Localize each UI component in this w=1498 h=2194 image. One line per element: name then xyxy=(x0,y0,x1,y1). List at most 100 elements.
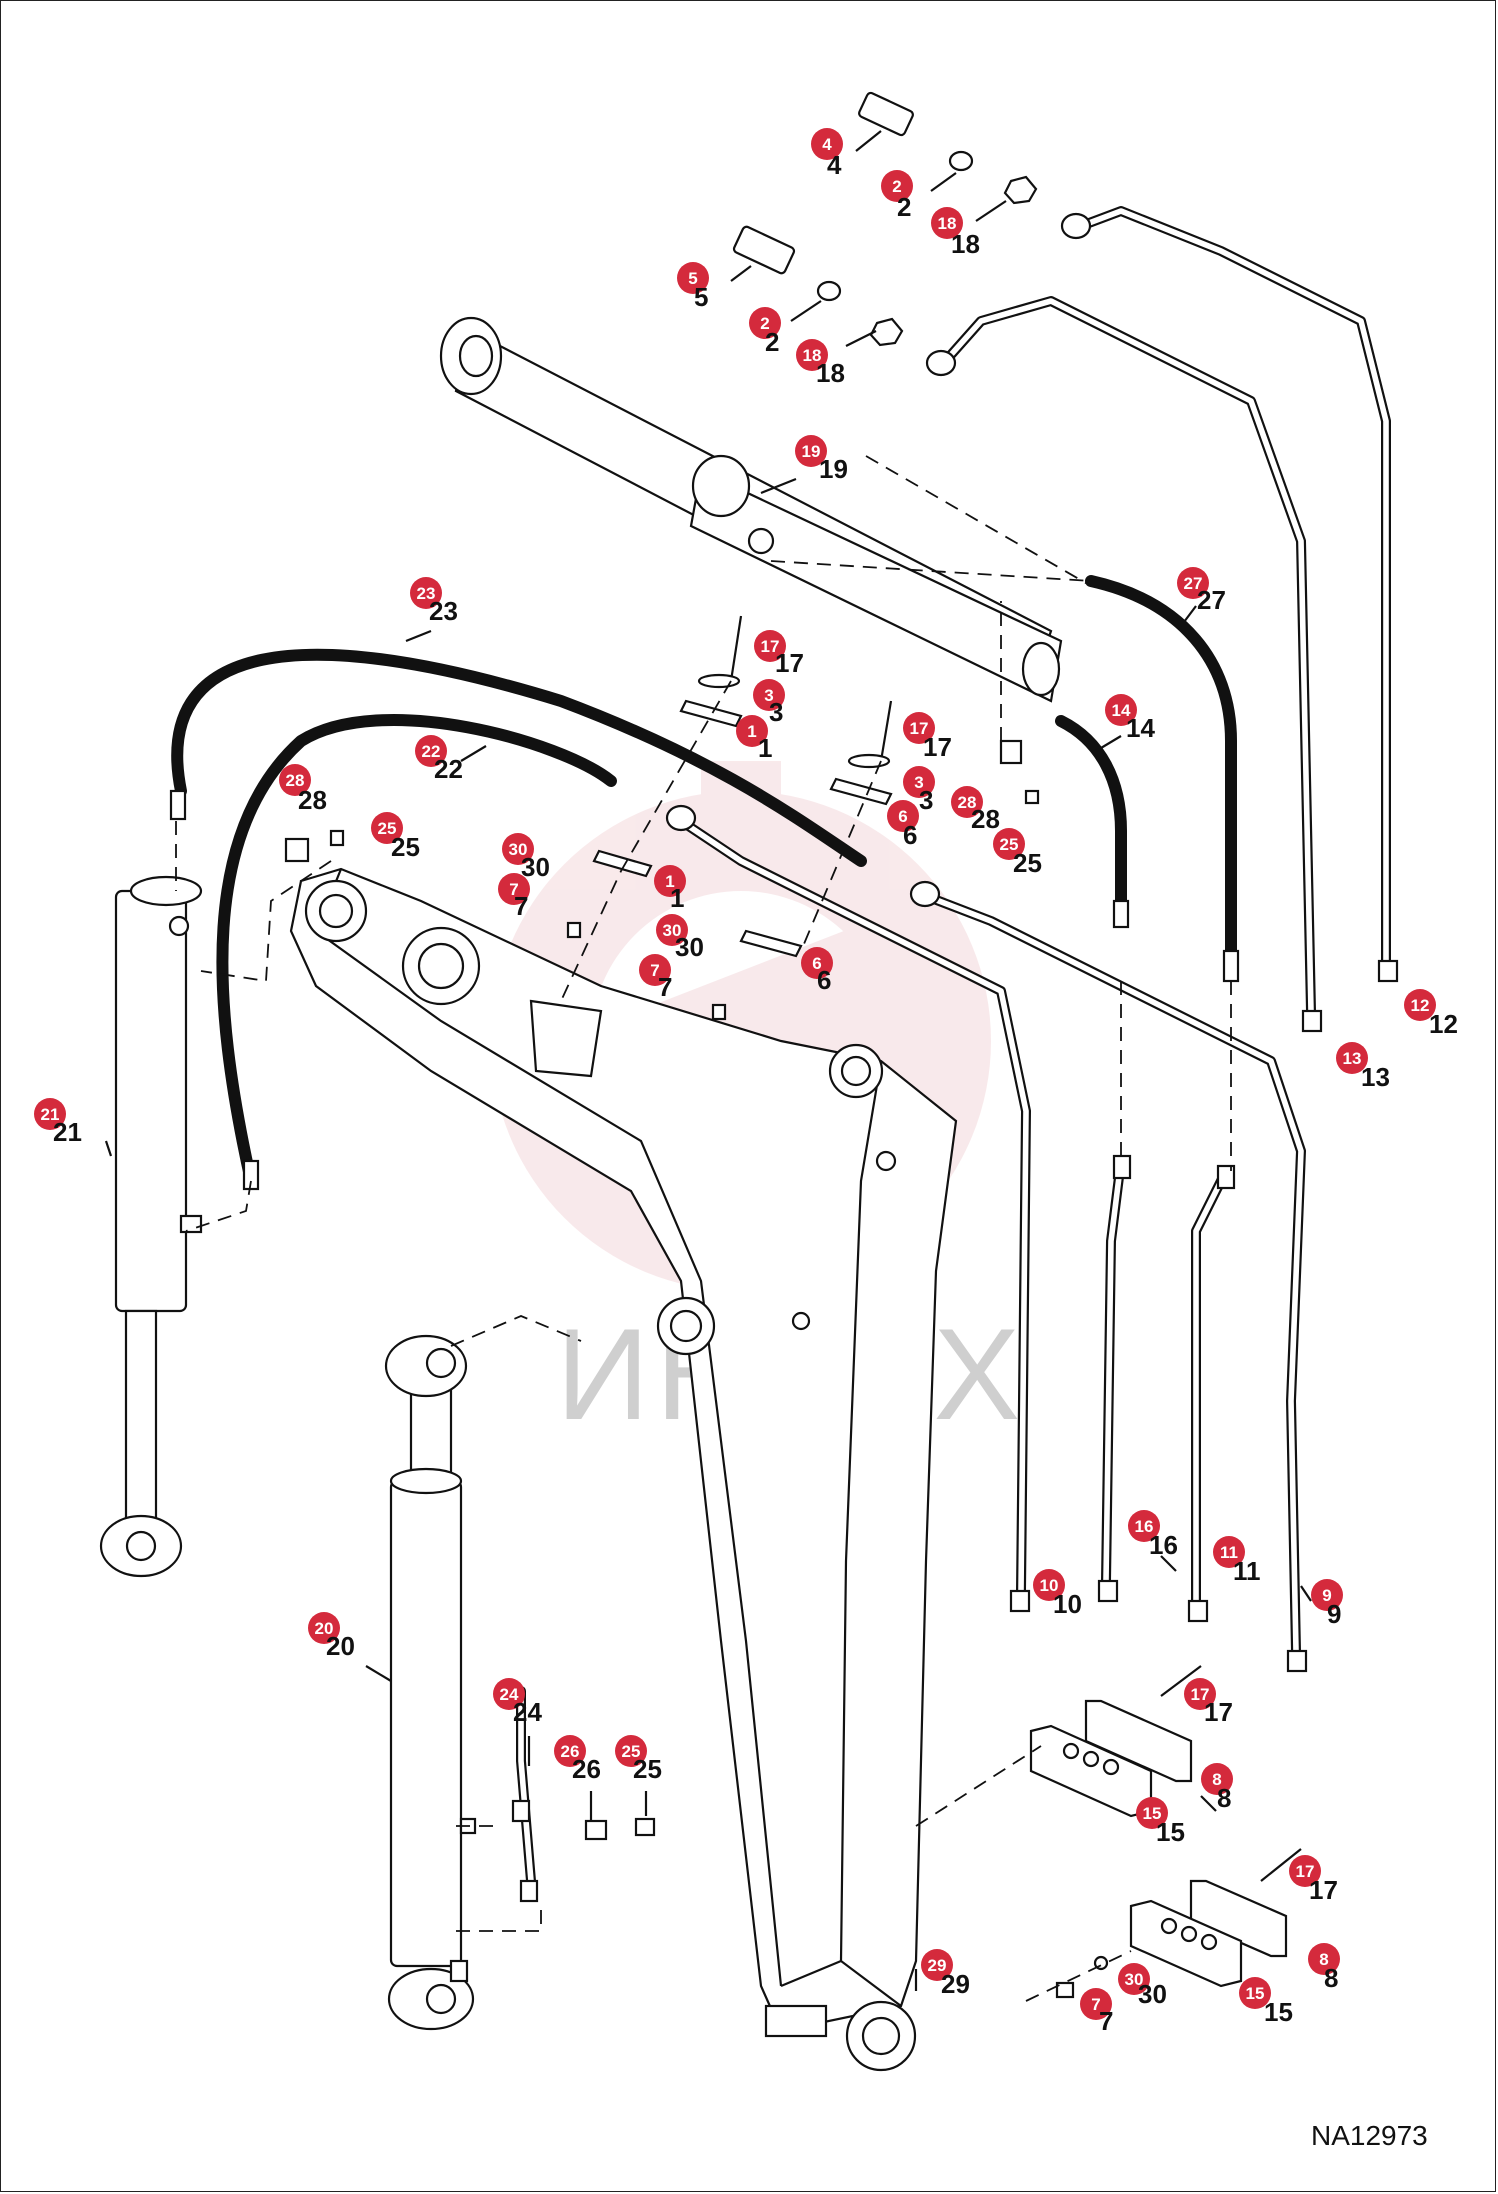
callout-label: 15 xyxy=(1264,1997,1293,2027)
callout-badge xyxy=(951,786,983,818)
callout-19: 19 19 xyxy=(795,435,848,484)
callout-badge xyxy=(410,577,442,609)
callout-badge xyxy=(993,828,1025,860)
callout-badge-number: 30 xyxy=(1125,1970,1144,1989)
callout-16: 16 16 xyxy=(1128,1510,1178,1560)
callout-badge xyxy=(736,715,768,747)
callout-label: 7 xyxy=(514,891,528,921)
callout-badge xyxy=(1404,989,1436,1021)
callout-badge-number: 10 xyxy=(1040,1576,1059,1595)
tubes xyxy=(516,206,1391,1886)
callout-badge xyxy=(801,947,833,979)
callout-badge-number: 28 xyxy=(958,793,977,812)
callout-badge-number: 26 xyxy=(561,1742,580,1761)
callout-badge xyxy=(811,128,843,160)
callout-badge xyxy=(371,812,403,844)
callout-7: 7 7 xyxy=(498,873,530,921)
callout-label: 28 xyxy=(298,785,327,815)
callout-13: 13 13 xyxy=(1336,1042,1390,1092)
hoses xyxy=(169,575,1240,1191)
callout-23: 23 23 xyxy=(410,577,458,626)
callout-badge xyxy=(308,1612,340,1644)
callout-label: 7 xyxy=(1099,2006,1113,2036)
callout-badge xyxy=(1118,1963,1150,1995)
callout-label: 7 xyxy=(658,972,672,1002)
callout-badge xyxy=(1239,1977,1271,2009)
callout-label: 1 xyxy=(670,883,684,913)
fittings xyxy=(284,91,1399,1903)
callout-badge-number: 4 xyxy=(822,135,832,154)
callout-badge-number: 24 xyxy=(500,1685,519,1704)
callout-badge xyxy=(1128,1510,1160,1542)
callout-badge xyxy=(493,1678,525,1710)
callout-badge xyxy=(502,833,534,865)
callout-15: 15 15 xyxy=(1136,1797,1185,1847)
callout-badge xyxy=(1213,1536,1245,1568)
callout-badge xyxy=(903,766,935,798)
callout-label: 16 xyxy=(1149,1530,1178,1560)
callout-3: 3 3 xyxy=(903,766,935,815)
callout-25: 25 25 xyxy=(615,1735,662,1784)
callout-label: 2 xyxy=(897,192,911,222)
callout-label: 25 xyxy=(633,1754,662,1784)
callout-badge xyxy=(921,1949,953,1981)
callout-badge-number: 22 xyxy=(422,742,441,761)
callout-label: 30 xyxy=(521,852,550,882)
callout-25: 25 25 xyxy=(993,828,1042,878)
callout-30: 30 30 xyxy=(502,833,550,882)
callout-label: 15 xyxy=(1156,1817,1185,1847)
callout-badge-number: 16 xyxy=(1135,1517,1154,1536)
callout-badge-number: 27 xyxy=(1184,574,1203,593)
callout-badge-number: 11 xyxy=(1220,1543,1238,1562)
callout-badge xyxy=(749,307,781,339)
cylinder-21 xyxy=(99,875,203,1578)
callout-badge-number: 23 xyxy=(417,584,436,603)
callout-badge-number: 25 xyxy=(378,819,397,838)
callout-label: 3 xyxy=(919,785,933,815)
callout-label: 11 xyxy=(1233,1556,1261,1586)
callout-label: 17 xyxy=(1309,1875,1338,1905)
callout-badge-number: 15 xyxy=(1246,1984,1265,2003)
callout-badge-number: 17 xyxy=(1191,1685,1210,1704)
drawing-code: NA12973 xyxy=(1311,2120,1428,2151)
callout-badge-number: 3 xyxy=(914,773,923,792)
callout-17: 17 17 xyxy=(903,712,952,762)
callout-label: 17 xyxy=(923,732,952,762)
callout-badge xyxy=(656,914,688,946)
callout-label: 9 xyxy=(1327,1599,1341,1629)
cylinder-19 xyxy=(439,316,1063,703)
callout-badge xyxy=(903,712,935,744)
callout-25: 25 25 xyxy=(371,812,420,862)
callout-1: 1 1 xyxy=(654,865,686,913)
callout-12: 12 12 xyxy=(1404,989,1458,1039)
callout-badge-number: 15 xyxy=(1143,1804,1162,1823)
callout-badge xyxy=(1336,1042,1368,1074)
callout-7: 7 7 xyxy=(1080,1988,1113,2036)
callout-badge xyxy=(1289,1855,1321,1887)
callout-label: 6 xyxy=(817,965,831,995)
callout-label: 29 xyxy=(941,1969,970,1999)
callout-29: 29 29 xyxy=(921,1949,970,1999)
callout-badge xyxy=(1033,1569,1065,1601)
callout-label: 6 xyxy=(903,820,917,850)
callout-label: 28 xyxy=(971,804,1000,834)
callout-badge xyxy=(887,800,919,832)
callout-label: 25 xyxy=(1013,848,1042,878)
callout-badge xyxy=(1080,1988,1112,2020)
callout-badge xyxy=(1136,1797,1168,1829)
callout-badge-number: 14 xyxy=(1112,701,1131,720)
callout-6: 6 6 xyxy=(887,800,919,850)
callout-badge-number: 30 xyxy=(509,840,528,859)
callout-8: 8 8 xyxy=(1201,1763,1233,1813)
callout-label: 19 xyxy=(819,454,848,484)
callout-17: 17 17 xyxy=(754,630,804,678)
callout-badge-number: 17 xyxy=(761,637,780,656)
callout-badge-number: 2 xyxy=(760,314,769,333)
callout-label: 25 xyxy=(391,832,420,862)
callout-label: 1 xyxy=(758,733,772,763)
callout-badge-number: 13 xyxy=(1343,1049,1362,1068)
callout-27: 27 27 xyxy=(1177,567,1226,615)
callout-30: 30 30 xyxy=(1118,1963,1167,2009)
